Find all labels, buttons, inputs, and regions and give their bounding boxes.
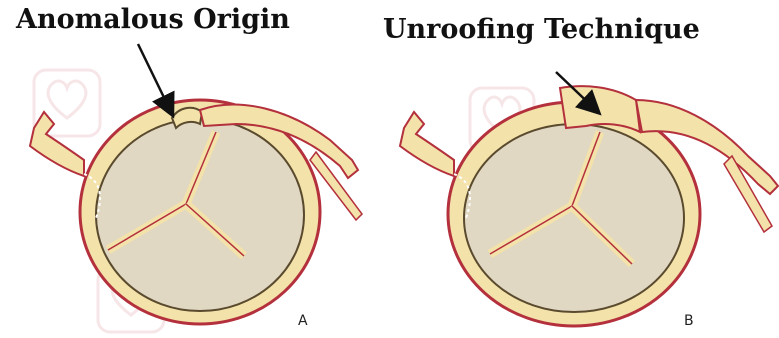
arrow-anomalous-origin bbox=[138, 44, 172, 114]
panel-b-illustration bbox=[400, 72, 778, 326]
coronary-artery-left-a bbox=[30, 112, 84, 176]
panel-label-b: B bbox=[684, 313, 694, 329]
panel-label-a: A bbox=[298, 313, 308, 329]
panel-a-illustration bbox=[30, 44, 362, 332]
aortic-lumen-b bbox=[464, 124, 684, 312]
coronary-artery-left-b bbox=[400, 112, 454, 176]
